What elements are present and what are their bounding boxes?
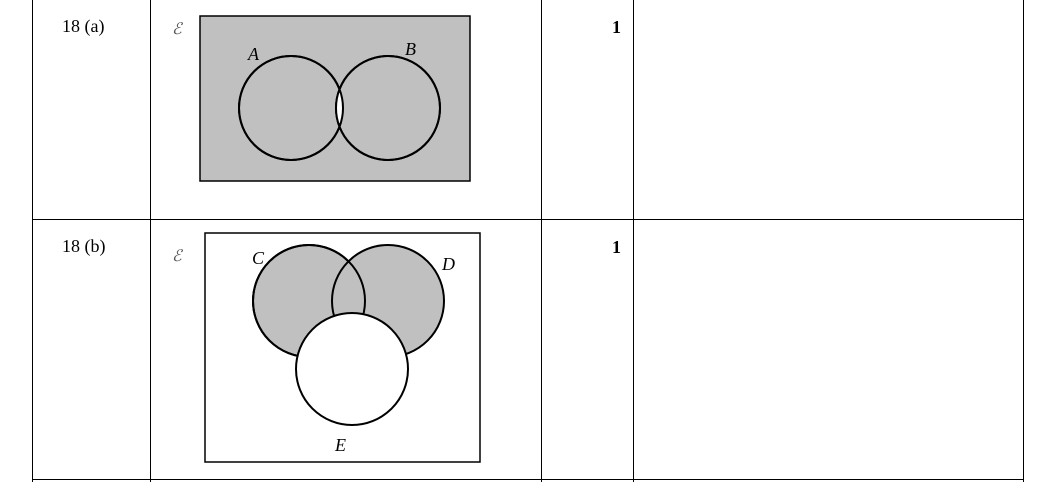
table-border-right <box>1023 0 1024 482</box>
table-border-left <box>32 0 33 482</box>
column-divider-3 <box>633 0 634 482</box>
column-divider-2 <box>541 0 542 482</box>
column-divider-1 <box>150 0 151 482</box>
row-divider-bottom <box>32 479 1024 480</box>
marks-18a: 1 <box>612 17 621 37</box>
venn-diagram-18b: ℰ C D E <box>172 232 481 463</box>
set-e-circle <box>295 312 409 426</box>
row-divider <box>32 219 1024 220</box>
universal-set-symbol-18a: ℰ <box>172 21 184 38</box>
marks-18b: 1 <box>612 237 621 257</box>
label-d: D <box>441 254 455 274</box>
question-number-18a: 18 (a) <box>62 16 105 36</box>
label-e: E <box>334 435 346 455</box>
label-c: C <box>252 248 265 268</box>
set-a-outline <box>238 55 344 161</box>
label-a: A <box>247 44 260 64</box>
universal-set-symbol-18b: ℰ <box>172 248 184 265</box>
question-number-18b: 18 (b) <box>62 236 106 256</box>
set-b-outline <box>335 55 441 161</box>
venn-diagram-18a: ℰ A B <box>172 15 471 182</box>
label-b: B <box>405 39 416 59</box>
